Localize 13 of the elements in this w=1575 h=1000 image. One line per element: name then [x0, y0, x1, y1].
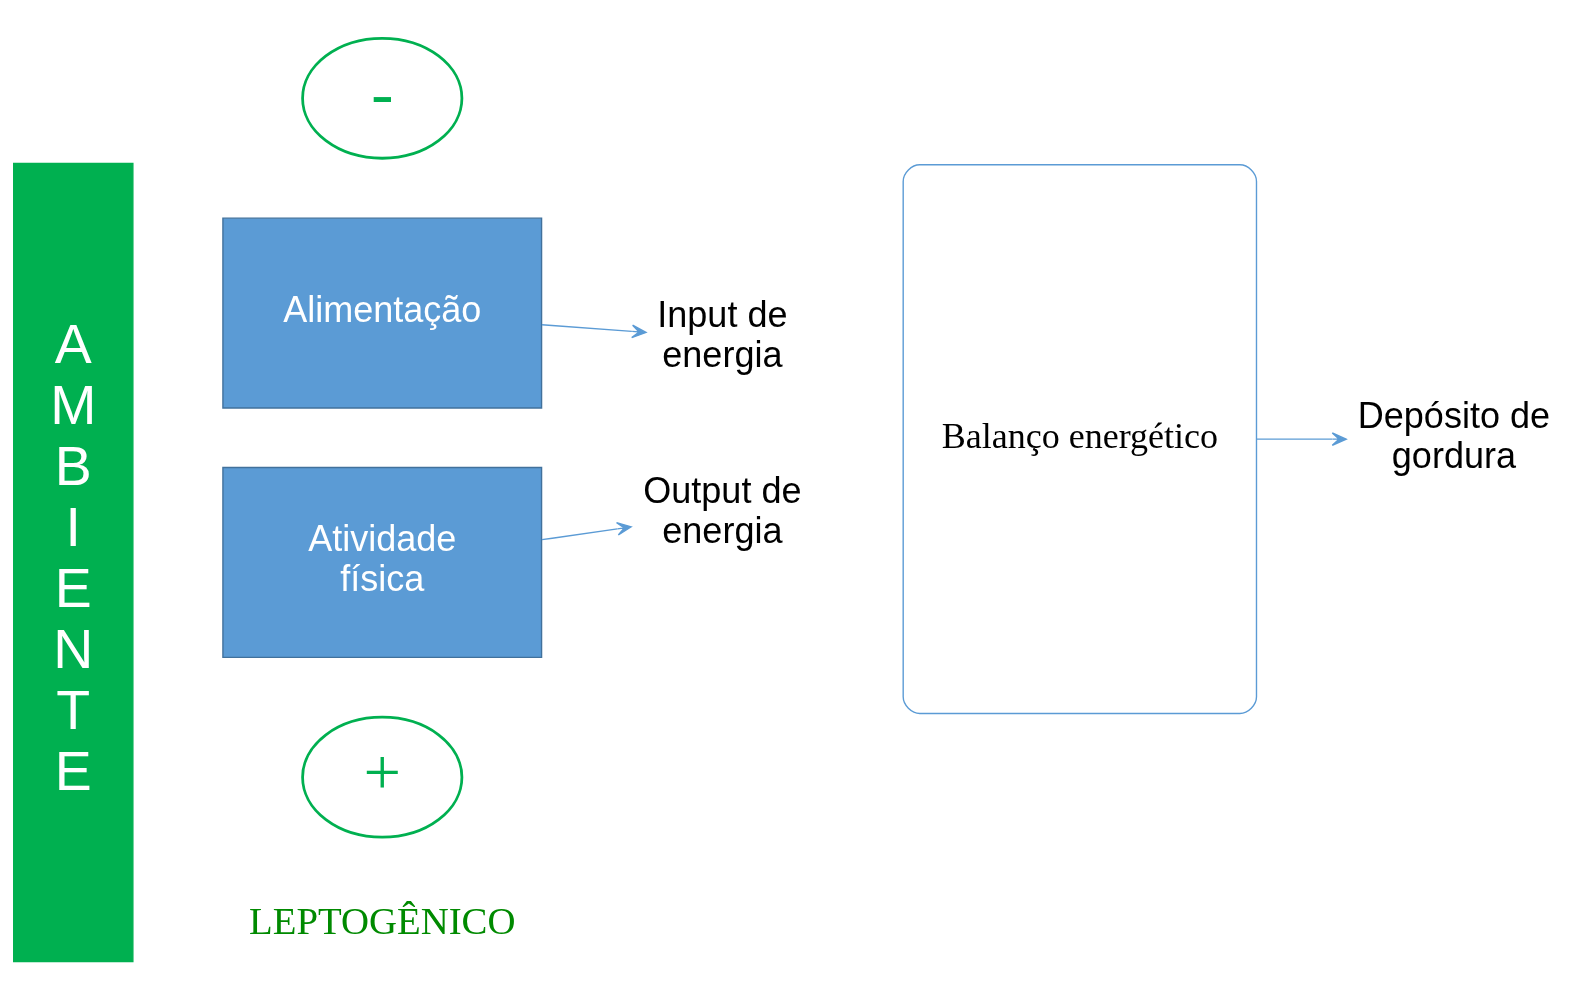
- node-ellipse: +: [301, 715, 464, 839]
- node-box: Atividade física: [222, 466, 543, 659]
- node-ellipse: -: [301, 36, 464, 160]
- node-text: Depósito de gordura: [1357, 394, 1551, 476]
- arrow: [1255, 432, 1347, 447]
- arrow: [541, 521, 632, 541]
- label: LEPTOGÊNICO: [249, 898, 516, 942]
- arrow: [541, 324, 647, 339]
- node-box: AMBIENTE: [13, 162, 134, 963]
- node-text: Output de energia: [643, 469, 802, 551]
- node-text: Input de energia: [657, 293, 788, 375]
- node-box: Alimentação: [222, 217, 543, 409]
- node-box: Balanço energético: [902, 164, 1258, 715]
